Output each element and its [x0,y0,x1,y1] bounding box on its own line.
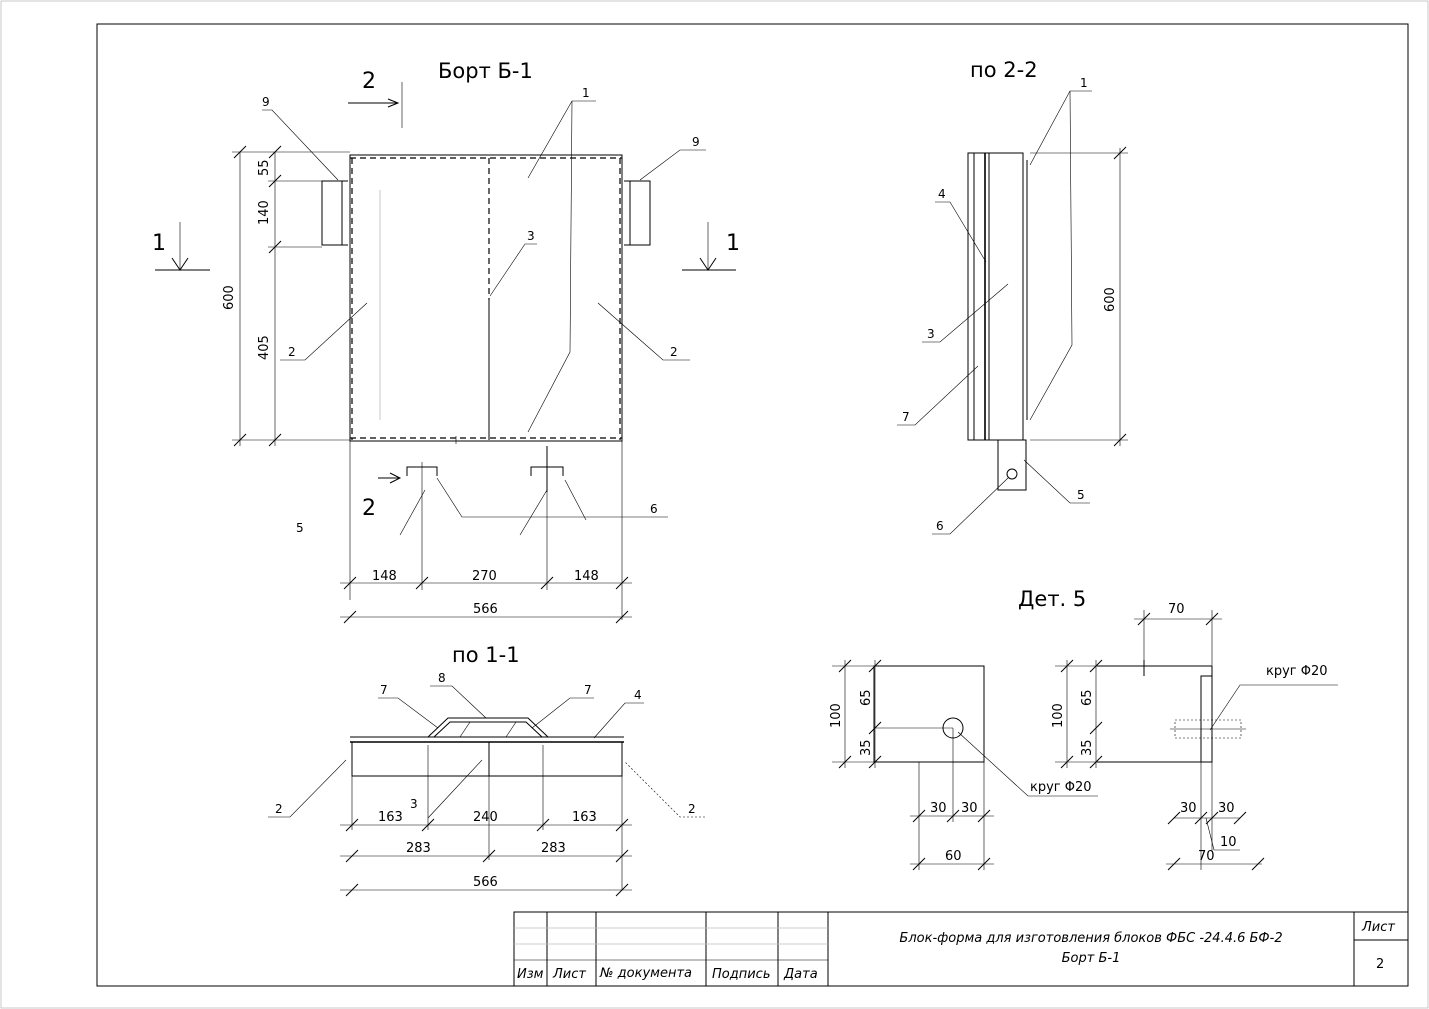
section22-title: по 2-2 [970,58,1038,82]
drawing-title-line2: Борт Б-1 [1062,951,1121,966]
label-1: 1 [582,86,590,100]
s11-dim-163-left: 163 [378,810,403,825]
d5-dim-65-left: 65 [859,689,874,706]
label-6: 6 [650,502,658,516]
label-2-right: 2 [670,345,678,359]
detail5-side-plate [1200,675,1213,763]
col-list: Лист [552,967,586,982]
dim-148-left: 148 [372,569,397,584]
title-block: Изм Лист № документа Подпись Дата Блок-ф… [513,911,1409,987]
detail5-circle-label-right: круг Φ20 [1266,664,1328,679]
detail5-circle-label-left: круг Φ20 [1030,780,1092,795]
d5-dim-30-c: 30 [1180,801,1197,816]
drawing-frame [96,23,1409,987]
s11-dim-283-left: 283 [406,841,431,856]
d5-dim-100-right: 100 [1051,703,1066,728]
bort-title: Борт Б-1 [438,59,533,83]
s11-label-4: 4 [634,688,642,702]
d5-dim-30-a: 30 [930,801,947,816]
label-9-left: 9 [262,95,270,109]
sheet-label: Лист [1361,920,1395,935]
section22-body [967,152,1024,441]
col-date: Дата [783,967,818,982]
dim-148-right: 148 [574,569,599,584]
bracket-right [624,180,651,246]
s11-label-2-right: 2 [688,802,696,816]
label-2-left: 2 [288,345,296,359]
d5-dim-30-d: 30 [1218,801,1235,816]
section22-lug [997,439,1027,491]
d5-dim-60: 60 [945,849,962,864]
s11-label-7-right: 7 [584,683,592,697]
dim-600: 600 [222,285,237,310]
s22-label-4: 4 [938,187,946,201]
section11-bracket [427,717,549,738]
d5-dim-35-left: 35 [859,739,874,756]
s11-dim-566: 566 [473,875,498,890]
bort-panel [349,154,623,442]
bracket-left [321,180,348,246]
view-section-1-1: по 1-1 7 8 7 4 2 2 3 163 240 163 [268,643,705,897]
col-sign: Подпись [712,967,770,982]
d5-dim-10: 10 [1220,835,1237,850]
s22-dim-600: 600 [1103,287,1118,312]
section11-body [351,741,623,777]
d5-dim-30-b: 30 [961,801,978,816]
d5-dim-35-right: 35 [1080,739,1095,756]
detail5-plate [873,665,985,763]
view-detail-5: Дет. 5 круг Φ20 100 65 35 30 30 60 [829,587,1338,871]
label-9-right: 9 [692,135,700,149]
sheet-number: 2 [1376,957,1384,972]
s11-label-8: 8 [438,671,446,685]
view-section-2-2: по 2-2 1 4 3 7 5 6 600 [897,58,1128,535]
view-bort: Борт Б-1 2 9 9 1 3 2 2 [152,59,740,624]
s11-dim-163-right: 163 [572,810,597,825]
section-2-mark-bottom: 2 [362,496,376,521]
d5-dim-65-right: 65 [1080,689,1095,706]
section11-title: по 1-1 [452,643,520,667]
col-izm: Изм [517,967,544,982]
s22-label-6: 6 [936,519,944,533]
s11-label-3: 3 [410,797,418,811]
s11-dim-240: 240 [473,810,498,825]
s22-label-1: 1 [1080,76,1088,90]
dim-405: 405 [257,335,272,360]
s11-label-7-left: 7 [380,683,388,697]
section-2-mark-top: 2 [362,69,376,94]
dim-140: 140 [257,200,272,225]
s22-label-3: 3 [927,327,935,341]
s22-label-5: 5 [1077,488,1085,502]
detail5-title: Дет. 5 [1018,587,1086,611]
drawing-title-line1: Блок-форма для изготовления блоков ФБС -… [899,931,1282,946]
cut-mark-1-left: 1 [152,231,166,256]
label-5: 5 [296,521,304,535]
s22-label-7: 7 [902,410,910,424]
label-3: 3 [527,229,535,243]
col-doc: № документа [599,966,692,981]
cut-mark-1-right: 1 [726,231,740,256]
detail5-rod [1174,719,1242,739]
s11-dim-283-right: 283 [541,841,566,856]
d5-dim-70-bottom: 70 [1198,849,1215,864]
s11-label-2-left: 2 [275,802,283,816]
d5-dim-100-left: 100 [829,703,844,728]
dim-55: 55 [257,159,272,176]
d5-dim-70-top: 70 [1168,602,1185,617]
dim-566: 566 [473,602,498,617]
dim-270: 270 [472,569,497,584]
